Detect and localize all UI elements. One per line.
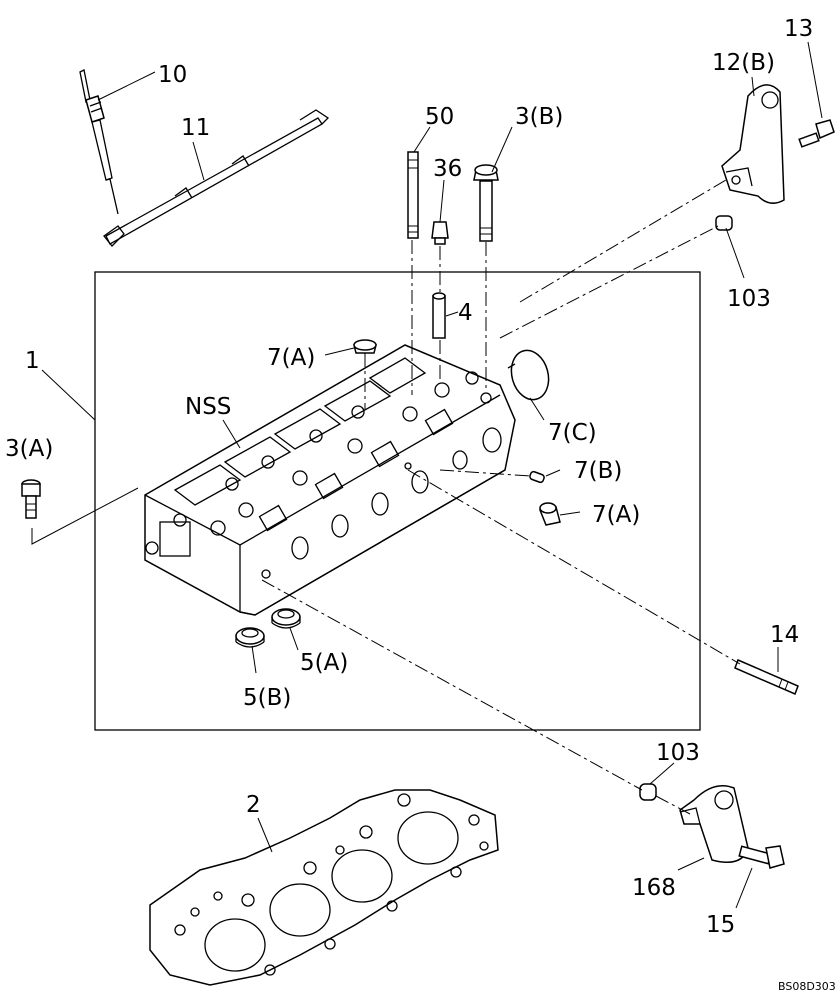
cup-plug-7a-right-part	[538, 502, 561, 526]
bracket-12b-part	[721, 84, 785, 204]
label-3b: 3(B)	[515, 104, 563, 130]
bolt-3a-part	[21, 479, 41, 519]
label-12b: 12(B)	[712, 50, 775, 76]
label-nss: NSS	[185, 394, 231, 420]
seal-5a-part	[271, 608, 301, 629]
bolt-3a-leader	[31, 487, 139, 545]
label-11: 11	[181, 115, 210, 141]
connector-bar-part	[103, 109, 330, 247]
plug-103-top-part	[715, 215, 733, 231]
assembly-frame	[94, 271, 701, 731]
label-7a-right: 7(A)	[592, 502, 640, 528]
bracket-168-part	[679, 785, 749, 863]
cylinder-head-part	[144, 344, 516, 616]
label-10: 10	[158, 62, 187, 88]
leader-lines	[41, 41, 823, 909]
label-3a: 3(A)	[5, 436, 53, 462]
glow-plug-part	[79, 69, 119, 215]
label-7c: 7(C)	[548, 420, 597, 446]
sealing-cap-7c-part	[507, 349, 550, 401]
label-103-bottom: 103	[656, 740, 700, 766]
label-5a: 5(A)	[300, 650, 348, 676]
guide-4-part	[432, 292, 446, 339]
label-2: 2	[246, 792, 261, 818]
label-1: 1	[25, 348, 40, 374]
alignment-lines	[261, 179, 741, 815]
plug-7b-part	[529, 470, 545, 484]
stud-50-part	[407, 151, 419, 239]
label-7a-top: 7(A)	[267, 345, 315, 371]
head-gasket-part	[149, 789, 499, 986]
bolt-13-part	[798, 119, 835, 148]
label-14: 14	[770, 622, 799, 648]
bolt-15-part	[738, 845, 785, 869]
plug-103-bottom-part	[639, 783, 657, 801]
label-36: 36	[433, 156, 462, 182]
label-50: 50	[425, 104, 454, 130]
seal-5b-part	[235, 627, 265, 648]
stud-14-part	[734, 658, 799, 696]
label-103-top: 103	[727, 286, 771, 312]
label-7b: 7(B)	[574, 458, 622, 484]
label-13: 13	[784, 16, 813, 42]
label-4: 4	[458, 300, 473, 326]
label-15: 15	[706, 912, 735, 938]
plug-36-part	[431, 221, 449, 245]
label-5b: 5(B)	[243, 685, 291, 711]
drawing-code: BS08D303	[778, 980, 836, 993]
label-168: 168	[632, 875, 676, 901]
cup-plug-7a-top-part	[353, 339, 377, 354]
bolt-3b-part	[473, 164, 499, 242]
